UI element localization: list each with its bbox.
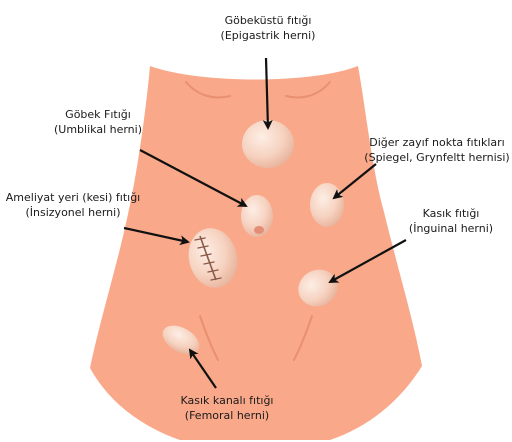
spiegel-hernia: [310, 183, 344, 227]
incisional-hernia: [188, 228, 238, 288]
label-weak-point-title: Diğer zayıf nokta fıtıkları: [369, 136, 505, 149]
chest-contour-left: [185, 81, 231, 99]
epigastric-hernia: [242, 120, 294, 168]
label-epigastric-subtitle: (Epigastrik herni): [220, 29, 316, 42]
groin-contour-right: [293, 315, 313, 361]
femoral-hernia: [162, 325, 200, 355]
surgical-scar: [199, 235, 217, 281]
inguinal-hernia: [298, 269, 338, 307]
arrow-inguinal: [328, 239, 407, 283]
label-umbilical: Göbek Fıtığı (Umblikal herni): [54, 107, 142, 137]
arrow-incisional: [123, 226, 190, 246]
arrow-epigastric: [262, 57, 273, 130]
chest-contour-right: [285, 81, 331, 99]
label-incisional-title: Ameliyat yeri (kesi) fıtığı: [5, 191, 141, 204]
label-umbilical-title: Göbek Fıtığı: [65, 108, 131, 121]
label-incisional-subtitle: (İnsizyonel herni): [25, 206, 121, 219]
arrow-femoral: [188, 348, 217, 389]
arrow-weak-point: [332, 163, 377, 200]
label-umbilical-subtitle: (Umblikal herni): [53, 123, 143, 136]
label-epigastric-title: Göbeküstü fıtığı: [224, 14, 312, 27]
arrow-umbilical: [139, 149, 248, 207]
navel: [254, 226, 264, 234]
umbilical-hernia: [241, 195, 273, 237]
label-incisional: Ameliyat yeri (kesi) fıtığı (İnsizyonel …: [6, 190, 140, 220]
label-weak-point-subtitle: (Spiegel, Grynfeltt hernisi): [364, 151, 510, 164]
label-inguinal-title: Kasık fıtığı: [422, 207, 480, 220]
label-inguinal-subtitle: (İnguinal herni): [408, 222, 494, 235]
label-weak-point: Diğer zayıf nokta fıtıkları (Spiegel, Gr…: [364, 135, 509, 165]
label-femoral-subtitle: (Femoral herni): [184, 409, 270, 422]
groin-contour-left: [199, 315, 219, 361]
label-epigastric: Göbeküstü fıtığı (Epigastrik herni): [221, 13, 316, 43]
label-femoral: Kasık kanalı fıtığı (Femoral herni): [181, 393, 274, 423]
label-inguinal: Kasık fıtığı (İnguinal herni): [409, 206, 493, 236]
label-femoral-title: Kasık kanalı fıtığı: [180, 394, 274, 407]
